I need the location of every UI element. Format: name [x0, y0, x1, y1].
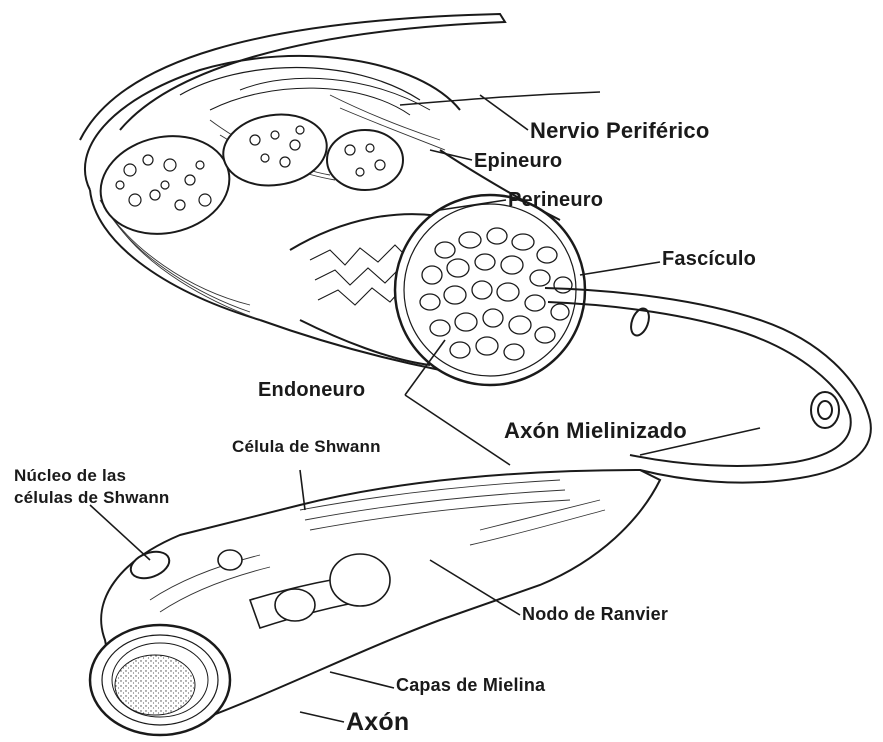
axon-cross-section — [90, 625, 230, 735]
label-celula-shwann: Célula de Shwann — [232, 437, 381, 457]
fascicle-cross-sections — [91, 108, 403, 245]
label-nucleo-celulas-shwann: Núcleo de las células de Shwann — [14, 465, 170, 509]
label-nervio-periferico: Nervio Periférico — [530, 118, 709, 144]
label-nucleo-line2: células de Shwann — [14, 487, 170, 509]
label-axon-mielinizado: Axón Mielinizado — [504, 418, 687, 444]
label-fasciculo: Fascículo — [662, 248, 756, 271]
label-nucleo-line1: Núcleo de las — [14, 465, 170, 487]
label-axon: Axón — [346, 708, 409, 737]
label-nodo-ranvier: Nodo de Ranvier — [522, 604, 668, 625]
myelinated-axon-fiber — [545, 288, 871, 483]
label-endoneuro: Endoneuro — [258, 379, 365, 402]
label-perineuro: Perineuro — [508, 189, 603, 212]
label-capas-mielina: Capas de Mielina — [396, 675, 545, 696]
label-epineuro: Epineuro — [474, 150, 562, 173]
